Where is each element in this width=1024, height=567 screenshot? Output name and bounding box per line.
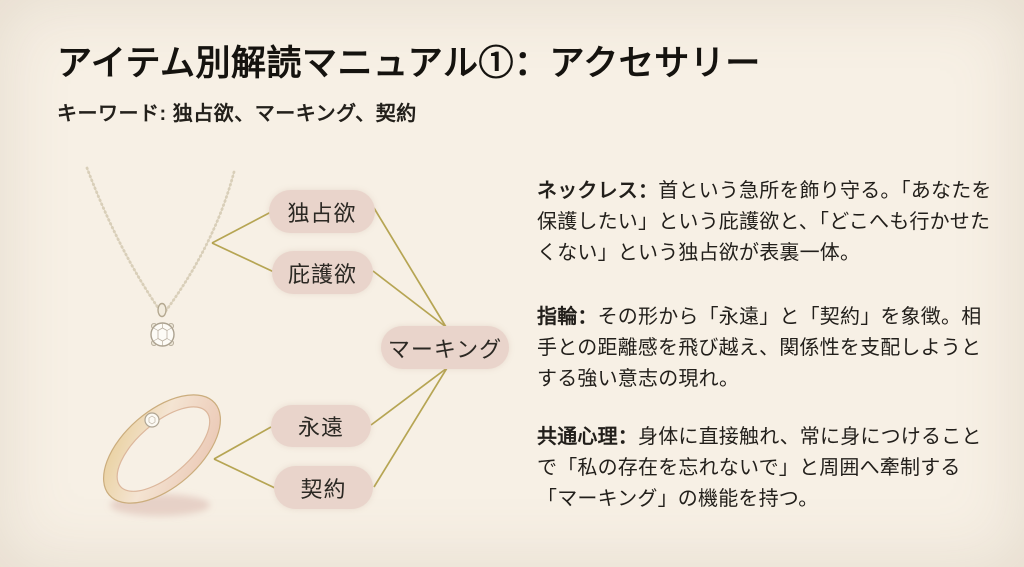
header: アイテム別解読マニュアル①：アクセサリー キーワード: 独占欲、マーキング、契約 [57,42,761,126]
bubble-label: マーキング [387,336,503,362]
paragraph-lead: 共通心理： [537,426,638,448]
paragraph-necklace: ネックレス：首という急所を飾り守る。「あなたを保護したい」という庇護欲と、「どこ… [537,176,995,269]
page-title: アイテム別解読マニュアル①：アクセサリー [57,44,761,83]
paragraph-body: その形から「永遠」と「契約」を象徴。相手との距離感を飛び越え、関係性を支配しよう… [537,306,982,390]
line-ring-eternity [213,426,272,460]
bubble-marking: マーキング [381,326,509,369]
line-necklace-protectiveness [211,242,275,273]
paragraph-common-psychology: 共通心理：身体に直接触れ、常に身につけることで「私の存在を忘れないで」と周囲へ牽… [537,422,995,515]
paragraph-ring: 指輪：その形から「永遠」と「契約」を象徴。相手との距離感を飛び越え、関係性を支配… [537,302,995,395]
bubble-protectiveness: 庇護欲 [272,251,373,294]
bubble-label: 庇護欲 [287,261,357,287]
line-protectiveness-marking [372,270,447,328]
ring-diamond-icon [144,412,160,428]
bubble-contract: 契約 [274,466,373,509]
connector-lines [211,207,448,489]
line-ring-contract [213,458,276,489]
line-possessiveness-marking [373,207,447,328]
bubble-label: 独占欲 [287,200,357,226]
bubble-possessiveness: 独占欲 [269,190,375,233]
line-necklace-possessiveness [211,211,272,244]
necklace-illustration [85,166,236,347]
diamond-pendant-icon [150,322,175,347]
bubble-label: 永遠 [297,415,344,440]
paragraph-lead: ネックレス： [537,180,659,202]
bubble-label: 契約 [300,476,347,502]
line-marking-eternity [370,367,448,426]
pendant-bail [157,302,167,318]
paragraph-lead: 指輪： [537,306,598,328]
ring-illustration [102,394,222,516]
paragraph-body: 身体に直接触れ、常に身につけることで「私の存在を忘れないで」と周囲へ牽制する「マ… [537,426,982,510]
line-marking-contract [373,367,448,488]
keywords-subtitle: キーワード: 独占欲、マーキング、契約 [57,102,417,125]
bubble-eternity: 永遠 [271,405,371,447]
paragraph-body: 首という急所を飾り守る。「あなたを保護したい」という庇護欲と、「どこへも行かせた… [537,180,992,264]
